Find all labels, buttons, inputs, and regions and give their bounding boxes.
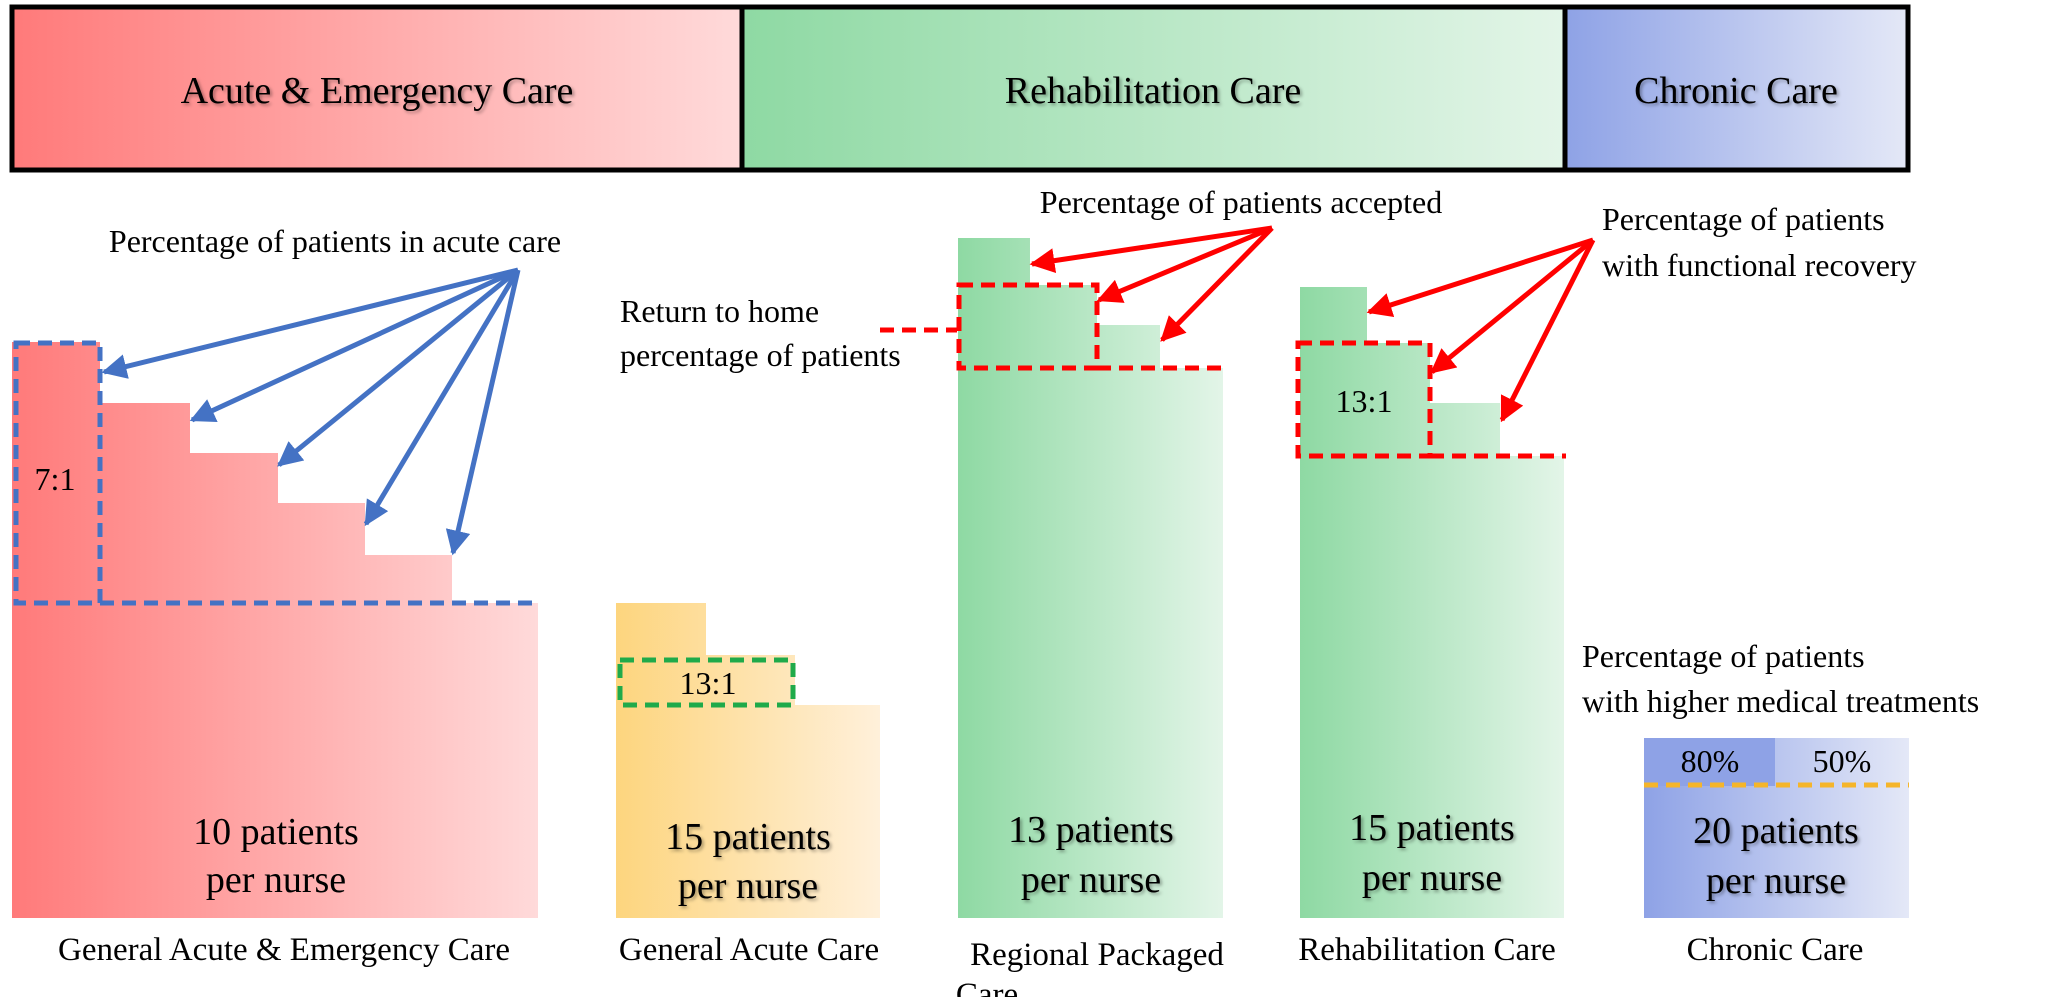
ratio-7-1-label: 7:1	[35, 461, 76, 497]
general-acute-per-nurse: per nurse	[678, 865, 818, 907]
ratio-box-13-1-rehab	[1295, 340, 1433, 459]
header-band: Acute & Emergency Care Rehabilitation Ca…	[9, 4, 1911, 173]
regional-label-line1: Regional Packaged	[970, 937, 1224, 973]
acute-care-arrows	[101, 267, 521, 556]
column-chronic: 80% 50% 20 patients per nurse Chronic Ca…	[1582, 638, 1979, 968]
rehabilitation-patients: 15 patients	[1349, 807, 1515, 849]
ratio-13-1-general-label: 13:1	[680, 665, 737, 701]
header-acute-title: Acute & Emergency Care	[181, 70, 574, 112]
acute-emergency-per-nurse: per nurse	[206, 859, 346, 901]
ratio-box-7-1	[13, 340, 103, 606]
general-acute-patients: 15 patients	[665, 816, 831, 858]
higher-med-annotation-line1: Percentage of patients	[1582, 638, 1865, 674]
chronic-patients: 20 patients	[1693, 810, 1859, 852]
rehabilitation-bar	[1300, 287, 1564, 918]
functional-annotation-line1: Percentage of patients	[1602, 201, 1885, 237]
header-rehab-box	[739, 4, 1568, 173]
column-regional-packaged: 13 patients per nurse Regional Packaged …	[620, 238, 1225, 997]
regional-packaged-bar	[958, 238, 1223, 918]
regional-patients: 13 patients	[1008, 809, 1174, 851]
functional-annotation-line2: with functional recovery	[1602, 247, 1917, 283]
rehabilitation-label: Rehabilitation Care	[1298, 932, 1556, 968]
acute-emergency-bar	[12, 342, 538, 918]
return-home-box	[956, 282, 1100, 371]
header-rehab-title: Rehabilitation Care	[1005, 70, 1302, 112]
functional-arrows	[1366, 237, 1596, 423]
acute-emergency-label: General Acute & Emergency Care	[58, 932, 510, 968]
regional-label-line2: Care	[956, 977, 1018, 997]
chronic-pct-50: 50%	[1813, 743, 1872, 779]
accepted-arrows	[1029, 225, 1274, 342]
accepted-pct-annotation: Percentage of patients accepted	[1040, 184, 1442, 220]
acute-emergency-patients: 10 patients	[193, 811, 359, 853]
header-chronic-title: Chronic Care	[1634, 70, 1838, 112]
ratio-13-1-rehab-label: 13:1	[1336, 383, 1393, 419]
return-home-annotation-line2: percentage of patients	[620, 337, 901, 373]
regional-per-nurse: per nurse	[1021, 859, 1161, 901]
chronic-label: Chronic Care	[1687, 932, 1864, 968]
chronic-bar-top	[1644, 738, 1775, 786]
header-acute-box	[9, 4, 745, 173]
rehabilitation-per-nurse: per nurse	[1362, 857, 1502, 899]
chronic-pct-80: 80%	[1681, 743, 1740, 779]
header-chronic-box	[1562, 4, 1911, 173]
higher-med-annotation-line2: with higher medical treatments	[1582, 683, 1979, 719]
general-acute-label: General Acute Care	[619, 932, 879, 968]
column-general-acute-emergency: 7:1 10 patients per nurse General Acute …	[12, 223, 561, 968]
chronic-per-nurse: per nurse	[1706, 860, 1846, 902]
column-general-acute: 13:1 15 patients per nurse General Acute…	[616, 603, 880, 968]
acute-care-pct-annotation: Percentage of patients in acute care	[109, 223, 561, 259]
general-acute-bar	[616, 603, 880, 918]
return-home-annotation-line1: Return to home	[620, 293, 819, 329]
column-rehabilitation: 13:1 15 patients per nurse Rehabilitatio…	[1295, 287, 1566, 968]
